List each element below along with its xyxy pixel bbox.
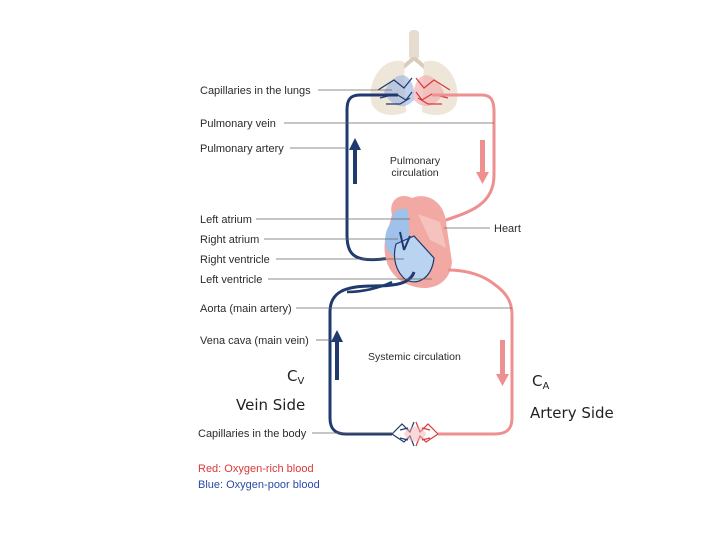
ca-letter: C — [532, 372, 543, 390]
artery-side-label: Artery Side — [530, 404, 614, 422]
systemic-down-arrow — [496, 340, 509, 386]
label-systemic-circulation: Systemic circulation — [368, 351, 461, 363]
vena-cava-vessel — [328, 271, 416, 436]
lung-capillary-bed — [377, 75, 451, 107]
label-left-atrium: Left atrium — [200, 214, 252, 226]
label-right-ventricle: Right ventricle — [200, 254, 270, 266]
label-heart: Heart — [494, 223, 521, 235]
aorta-vessel — [438, 268, 514, 436]
label-aorta: Aorta (main artery) — [200, 303, 292, 315]
cv-letter: C — [287, 367, 298, 385]
heart — [384, 195, 452, 289]
legend-red: Red: Oxygen-rich blood — [198, 463, 314, 475]
vein-side-label: Vein Side — [236, 396, 306, 414]
label-pulmonary-circulation-1: Pulmonary — [390, 155, 441, 167]
cv-annotation: CV — [287, 367, 304, 387]
cv-subscript: V — [297, 376, 305, 387]
leader-lines — [256, 89, 512, 434]
label-pulmonary-vein: Pulmonary vein — [200, 118, 276, 130]
label-right-atrium: Right atrium — [200, 234, 259, 246]
label-pulmonary-artery: Pulmonary artery — [200, 143, 284, 155]
label-capillaries-body: Capillaries in the body — [198, 428, 307, 440]
legend-blue: Blue: Oxygen-poor blood — [198, 479, 320, 491]
trachea — [409, 30, 419, 60]
label-left-ventricle: Left ventricle — [200, 274, 262, 286]
pulmonary-up-arrow — [349, 138, 361, 184]
pulmonary-vein-vessel — [432, 93, 496, 224]
systemic-up-arrow — [331, 330, 343, 380]
pulmonary-down-arrow — [476, 140, 489, 184]
left-atrium-shape — [418, 214, 446, 248]
body-capillary-bed — [391, 421, 439, 447]
pulmonary-artery-vessel — [345, 93, 398, 262]
lungs — [370, 30, 458, 116]
ca-subscript: A — [542, 381, 550, 392]
label-vena-cava: Vena cava (main vein) — [200, 335, 309, 347]
label-capillaries-lungs: Capillaries in the lungs — [200, 85, 311, 97]
ca-annotation: CA — [532, 372, 549, 392]
label-pulmonary-circulation-2: circulation — [391, 167, 438, 179]
